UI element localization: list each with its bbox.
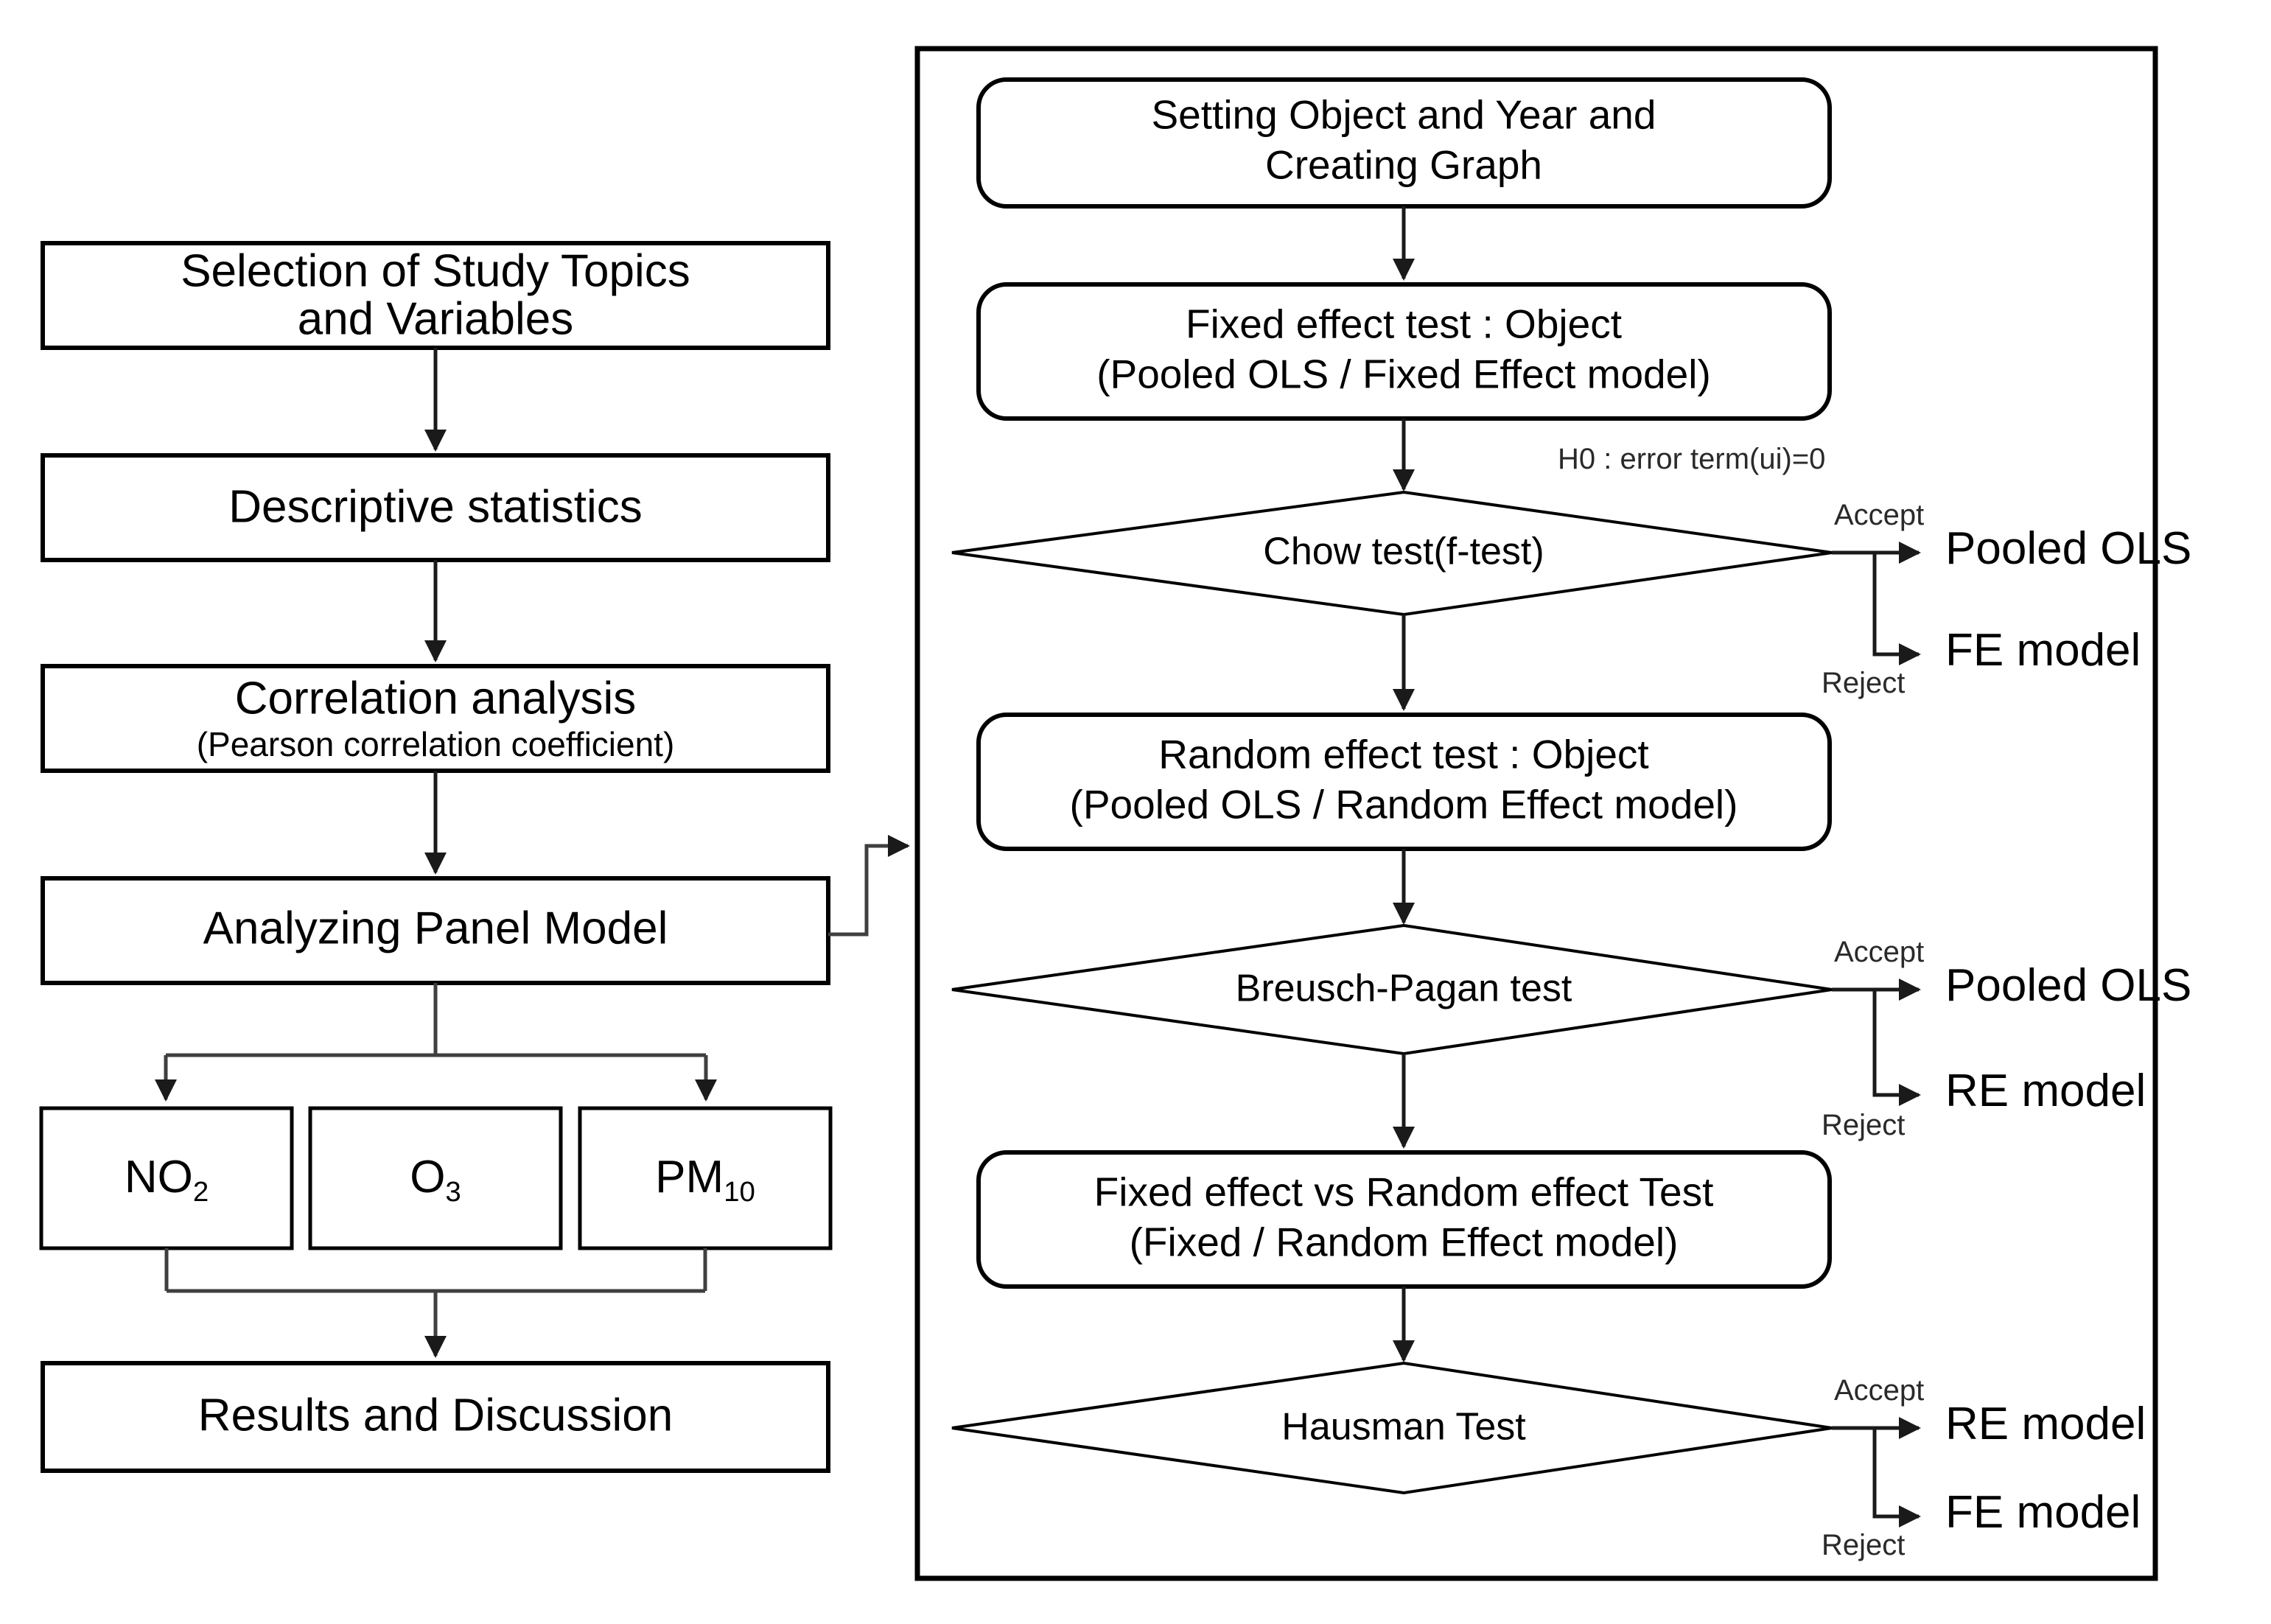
label-hausman-reject: Reject (1822, 1529, 1905, 1561)
edge-panel-to-right-panel (828, 835, 910, 937)
node-selection-line2: and Variables (298, 293, 574, 344)
hypothesis-note: H0 : error term(ui)=0 (1558, 443, 1825, 475)
edge-chow-reject (1872, 553, 1921, 665)
node-no2-label: NO2 (125, 1152, 209, 1208)
decision-bp-label: Breusch-Pagan test (1236, 967, 1572, 1010)
node-selection-of-study-topics[interactable] (41, 241, 830, 350)
node-setting-line1: Setting Object and Year and (1152, 92, 1656, 138)
node-panel-label: Analyzing Panel Model (203, 903, 668, 953)
node-results-label: Results and Discussion (198, 1390, 673, 1441)
outcome-bp-reject: RE model (1945, 1065, 2146, 1116)
node-setting-line2: Creating Graph (1265, 142, 1542, 188)
node-fe-test-line1: Fixed effect test : Object (1186, 301, 1622, 347)
node-correlation-analysis[interactable] (41, 664, 830, 773)
node-correlation-line1: Correlation analysis (235, 673, 636, 724)
node-selection-line1: Selection of Study Topics (181, 245, 690, 296)
decision-hausman-label: Hausman Test (1281, 1406, 1526, 1449)
node-fe-vs-re-line2: (Fixed / Random Effect model) (1130, 1219, 1679, 1265)
label-bp-accept: Accept (1834, 936, 1924, 968)
node-pm10-label: PM10 (655, 1152, 755, 1208)
edge-bp-reject (1872, 990, 1921, 1106)
node-fe-test-line2: (Pooled OLS / Fixed Effect model) (1096, 351, 1711, 397)
label-chow-reject: Reject (1822, 667, 1905, 699)
outcome-hausman-accept: RE model (1945, 1399, 2146, 1449)
label-bp-reject: Reject (1822, 1109, 1905, 1141)
node-pollutant-no2[interactable] (39, 1106, 294, 1250)
node-pollutant-o3[interactable] (308, 1106, 563, 1250)
node-correlation-line2: (Pearson correlation coefficient) (197, 725, 675, 763)
node-pollutant-pm10[interactable] (578, 1106, 833, 1250)
outcome-chow-accept: Pooled OLS (1945, 523, 2191, 574)
node-fe-vs-re-line1: Fixed effect vs Random effect Test (1094, 1169, 1714, 1215)
edge-hausman-reject (1872, 1428, 1921, 1527)
decision-chow-label: Chow test(f-test) (1263, 531, 1544, 573)
outcome-bp-accept: Pooled OLS (1945, 960, 2191, 1011)
node-re-test-line2: (Pooled OLS / Random Effect model) (1070, 782, 1738, 827)
label-hausman-accept: Accept (1834, 1374, 1924, 1407)
node-results-and-discussion[interactable] (41, 1361, 830, 1473)
node-descriptive-label: Descriptive statistics (228, 481, 643, 532)
node-descriptive-statistics[interactable] (41, 453, 830, 562)
node-re-test-line1: Random effect test : Object (1158, 732, 1648, 777)
node-o3-label: O3 (410, 1152, 461, 1208)
right-panel-border (914, 46, 2158, 1581)
outcome-chow-reject: FE model (1945, 625, 2141, 676)
decision-hausman-test[interactable] (951, 1361, 1833, 1495)
outcome-hausman-reject: FE model (1945, 1487, 2141, 1538)
label-chow-accept: Accept (1834, 499, 1924, 531)
